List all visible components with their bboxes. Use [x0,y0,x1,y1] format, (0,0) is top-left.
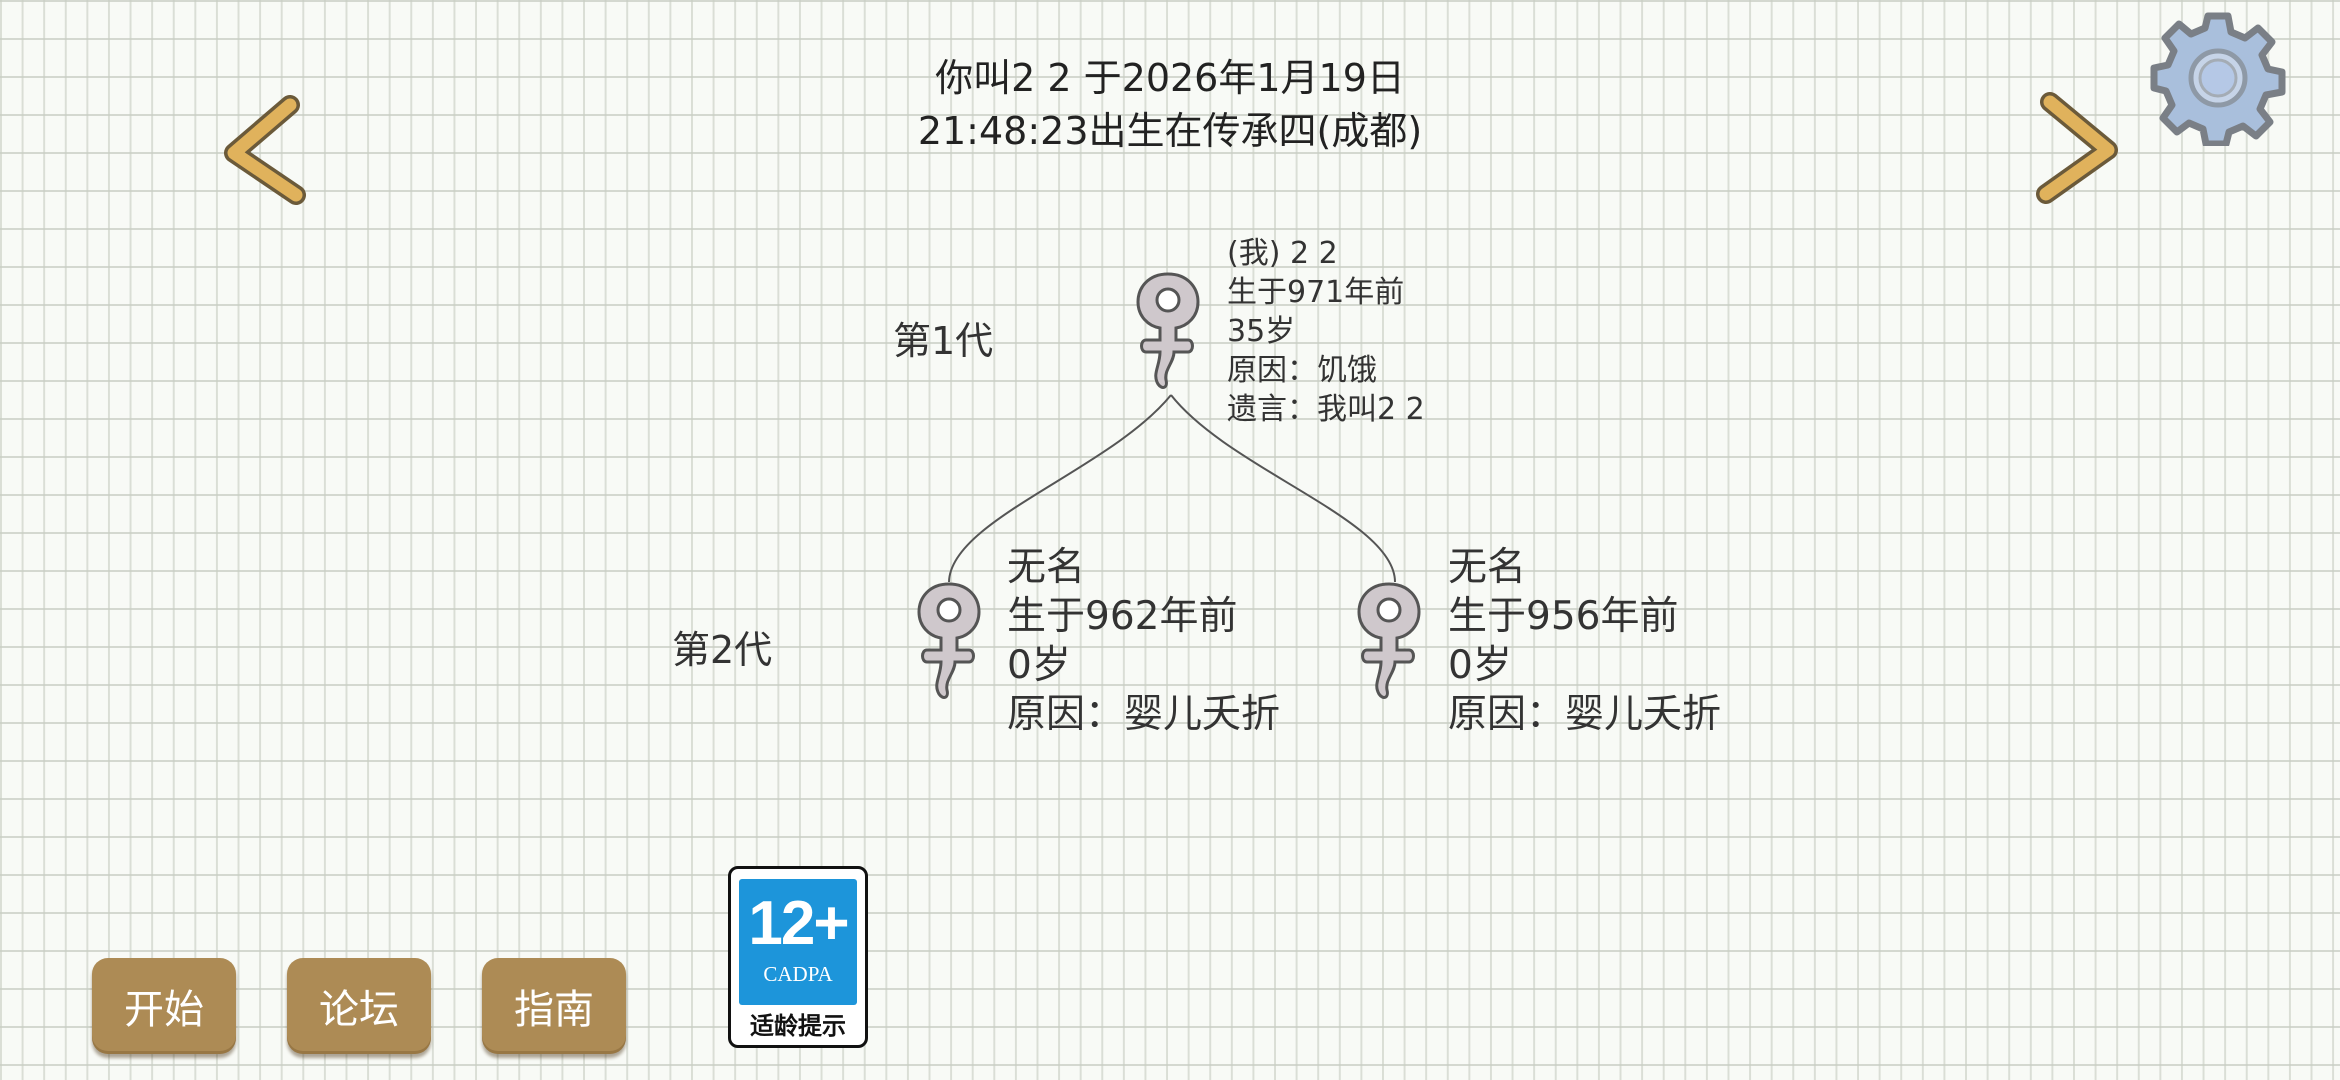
guide-button[interactable]: 指南 [482,958,626,1054]
person-info: 无名 生于956年前 0岁 原因：婴儿夭折 [1448,543,1721,739]
rating-org: CADPA [763,962,833,986]
age-rating: 12+ [748,889,849,958]
female-symbol-icon[interactable] [1352,580,1426,706]
age-tip-label: 适龄提示 [750,1012,846,1040]
person-cause: 原因：婴儿夭折 [1007,692,1281,737]
person-name: 无名 [1007,545,1086,590]
title-line-1: 你叫2 2 于2026年1月19日 [935,56,1405,100]
person-birth: 生于962年前 [1007,594,1238,639]
person-info-self: (我) 2 2 生于971年前 35岁 原因：饥饿 遗言：我叫2 2 [1227,234,1425,429]
forum-button[interactable]: 论坛 [287,958,431,1054]
generation-label: 第1代 [893,319,994,363]
person-last-words: 遗言：我叫2 2 [1227,392,1425,427]
person-age: 35岁 [1227,314,1296,349]
gear-icon[interactable] [2150,10,2286,146]
person-name: 无名 [1448,545,1527,590]
person-info: 无名 生于962年前 0岁 原因：婴儿夭折 [1007,543,1280,739]
age-rating-panel: 12+ CADPA [739,879,857,1005]
birth-info-title: 你叫2 2 于2026年1月19日 21:48:23出生在传承四(成都) [0,52,2340,158]
female-symbol-icon[interactable] [1134,270,1202,396]
chevron-right-icon[interactable] [2030,92,2122,204]
person-birth: 生于971年前 [1227,275,1405,310]
title-line-2: 21:48:23出生在传承四(成都) [917,109,1423,153]
start-button[interactable]: 开始 [92,958,236,1054]
connector-line [948,394,1172,583]
person-age: 0岁 [1007,643,1071,688]
generation-label: 第2代 [672,628,773,672]
age-rating-badge[interactable]: 12+ CADPA 适龄提示 [728,866,868,1048]
chevron-left-icon[interactable] [220,95,312,205]
person-cause: 原因：饥饿 [1227,353,1377,388]
person-cause: 原因：婴儿夭折 [1448,692,1722,737]
female-symbol-icon[interactable] [912,580,986,706]
connector-line [1170,394,1396,583]
person-name: (我) 2 2 [1227,236,1338,271]
person-age: 0岁 [1448,643,1512,688]
person-birth: 生于956年前 [1448,594,1679,639]
